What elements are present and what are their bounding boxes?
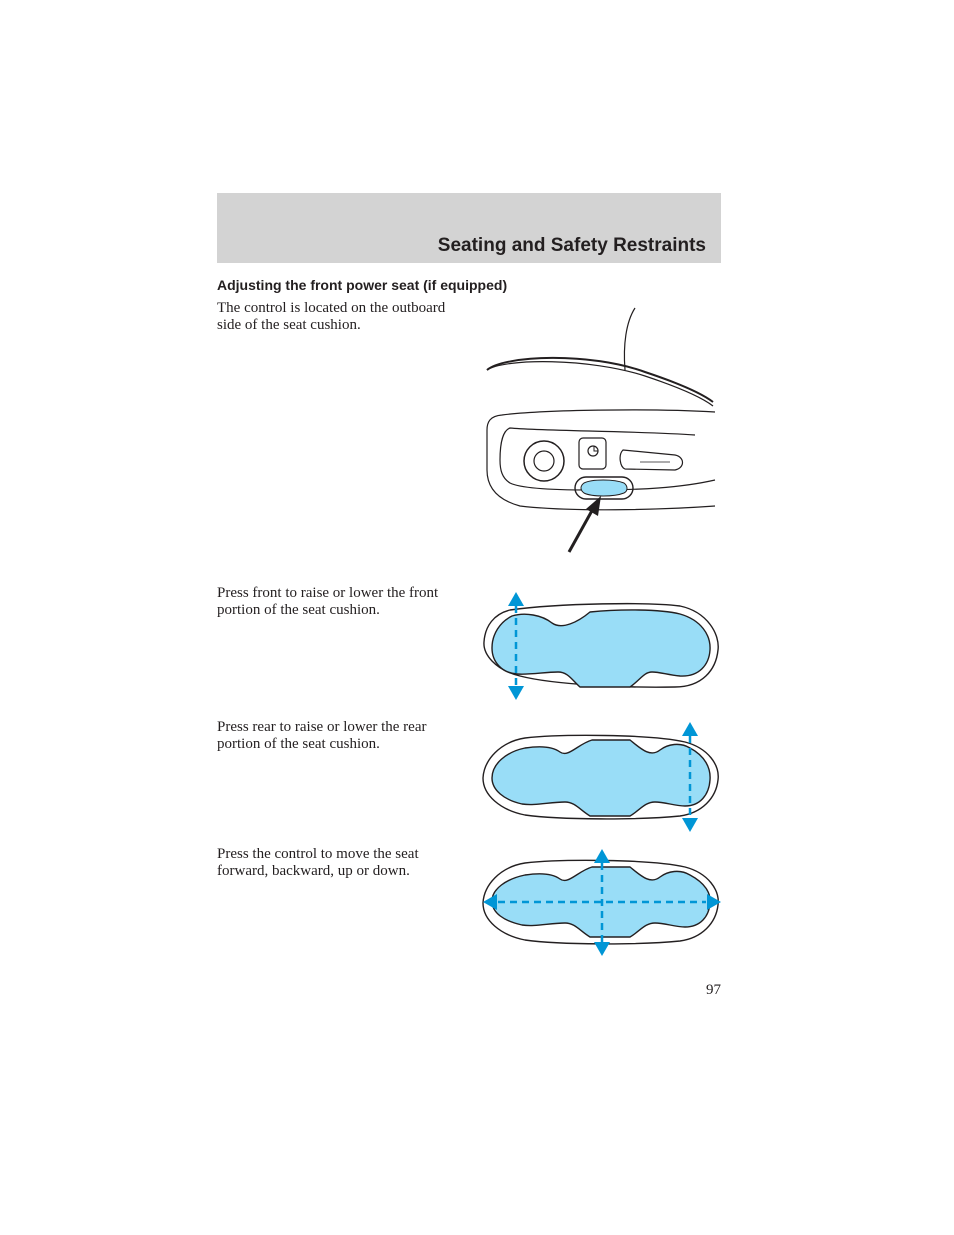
seat-side-controls-illustration [486,307,716,553]
paragraph-front-portion: Press front to raise or lower the front … [217,585,439,618]
section-heading: Adjusting the front power seat (if equip… [217,277,508,293]
page-number: 97 [706,982,721,998]
center-control-illustration [482,849,721,956]
page-title: Seating and Safety Restraints [437,235,706,256]
paragraph-move-seat: Press the control to move the seat forwa… [217,846,419,879]
paragraph-control-location: The control is located on the outboard s… [217,300,446,333]
front-edge-control-illustration [483,592,719,700]
header-band: Seating and Safety Restraints [217,193,721,263]
rear-edge-control-illustration [482,722,719,832]
paragraph-rear-portion: Press rear to raise or lower the rear po… [217,719,427,752]
